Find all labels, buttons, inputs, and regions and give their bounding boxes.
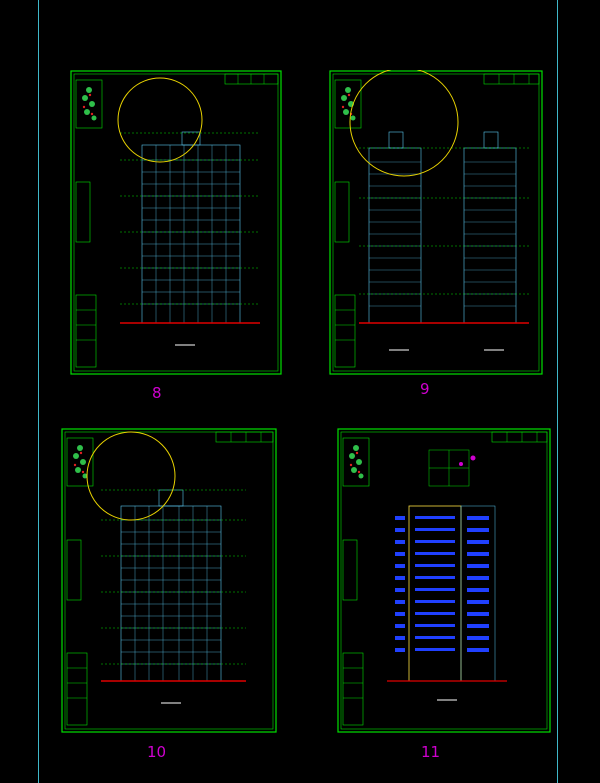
sheet-number-label: 9	[420, 380, 430, 398]
drawing-sheet-11[interactable]: 11	[337, 428, 551, 761]
sheet-number-label: 8	[152, 384, 162, 402]
sheet-number-label: 10	[147, 743, 167, 761]
right-guide-line	[557, 0, 558, 783]
elevation-drawing-8	[70, 70, 282, 375]
elevation-drawing-10	[61, 428, 277, 733]
drawing-sheet-10[interactable]: 10	[61, 428, 277, 761]
drawing-sheet-8[interactable]: 8	[70, 70, 282, 402]
elevation-drawing-11	[337, 428, 551, 733]
sheet-number-label: 11	[421, 743, 441, 761]
drawing-sheet-9[interactable]: 9	[329, 70, 543, 398]
left-guide-line	[38, 0, 39, 783]
elevation-drawing-9	[329, 70, 543, 375]
